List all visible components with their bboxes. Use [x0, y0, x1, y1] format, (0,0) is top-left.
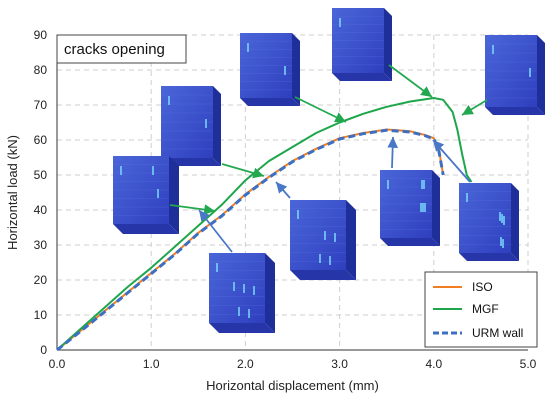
arrow-blue — [198, 209, 233, 253]
wall-side-face — [346, 200, 356, 280]
wall-side-face — [537, 35, 545, 115]
y-tick-label: 50 — [34, 168, 48, 182]
wall-side-face — [384, 8, 392, 81]
arrow-green — [388, 64, 433, 98]
y-tick-label: 30 — [34, 238, 48, 252]
wall-inset-left — [113, 156, 179, 234]
y-tick-label: 40 — [34, 203, 48, 217]
wall-bottom-face — [209, 323, 275, 333]
wall-inset-center-right — [380, 170, 440, 246]
y-tick-label: 90 — [34, 28, 48, 42]
wall-bottom-face — [332, 73, 392, 81]
y-tick-label: 60 — [34, 133, 48, 147]
wall-bottom-face — [459, 253, 519, 261]
series-lines — [56, 97, 473, 352]
arrow-blue — [275, 181, 291, 199]
wall-bottom-face — [485, 107, 545, 115]
x-tick-label: 1.0 — [143, 357, 160, 371]
wall-side-face — [292, 33, 300, 106]
wall-side-face — [265, 253, 275, 333]
wall-inset-bottom — [209, 253, 275, 333]
y-tick-label: 0 — [40, 343, 47, 357]
y-tick-label: 20 — [34, 273, 48, 287]
wall-insets — [113, 8, 545, 333]
wall-bottom-face — [380, 238, 440, 246]
arrow-blue — [387, 136, 399, 169]
wall-inset-top — [332, 8, 392, 81]
wall-inset-center — [290, 200, 356, 280]
legend-label-urm: URM wall — [472, 326, 523, 340]
annotation-arrows — [169, 64, 488, 253]
wall-bottom-face — [113, 224, 179, 234]
wall-side-face — [213, 86, 221, 166]
wall-inset-right — [485, 35, 545, 115]
y-tick-label: 80 — [34, 63, 48, 77]
x-tick-label: 0.0 — [49, 357, 66, 371]
annotation-text: cracks opening — [64, 41, 165, 58]
wall-inset-far-right — [459, 183, 519, 261]
y-tick-label: 10 — [34, 308, 48, 322]
wall-bottom-face — [290, 270, 356, 280]
wall-inset-upper-left — [240, 33, 300, 106]
x-tick-label: 4.0 — [425, 357, 442, 371]
arrow-blue — [432, 139, 471, 183]
x-axis-label: Horizontal displacement (mm) — [206, 378, 379, 393]
arrow-green — [461, 99, 488, 116]
arrow-green — [294, 96, 347, 123]
legend: ISO MGF URM wall — [424, 271, 538, 348]
legend-label-mgf: MGF — [472, 302, 499, 316]
x-tick-label: 5.0 — [520, 357, 537, 371]
wall-side-face — [169, 156, 179, 234]
legend-label-iso: ISO — [472, 280, 493, 294]
series-line-urm-wall — [56, 128, 445, 352]
annotation-box: cracks opening — [56, 34, 187, 64]
wall-bottom-face — [240, 98, 300, 106]
arrow-green — [221, 163, 265, 179]
x-tick-label: 2.0 — [237, 357, 254, 371]
x-tick-label: 3.0 — [331, 357, 348, 371]
wall-side-face — [432, 170, 440, 246]
wall-inset-mid-left — [161, 86, 221, 166]
series-line-mgf — [56, 97, 473, 351]
y-axis-label: Horizontal load (kN) — [5, 135, 20, 250]
y-tick-label: 70 — [34, 98, 48, 112]
wall-side-face — [511, 183, 519, 261]
axes: 0.0 1.0 2.0 3.0 4.0 5.0 0 10 20 30 40 50 60 70 80 90Hor… — [5, 28, 537, 393]
